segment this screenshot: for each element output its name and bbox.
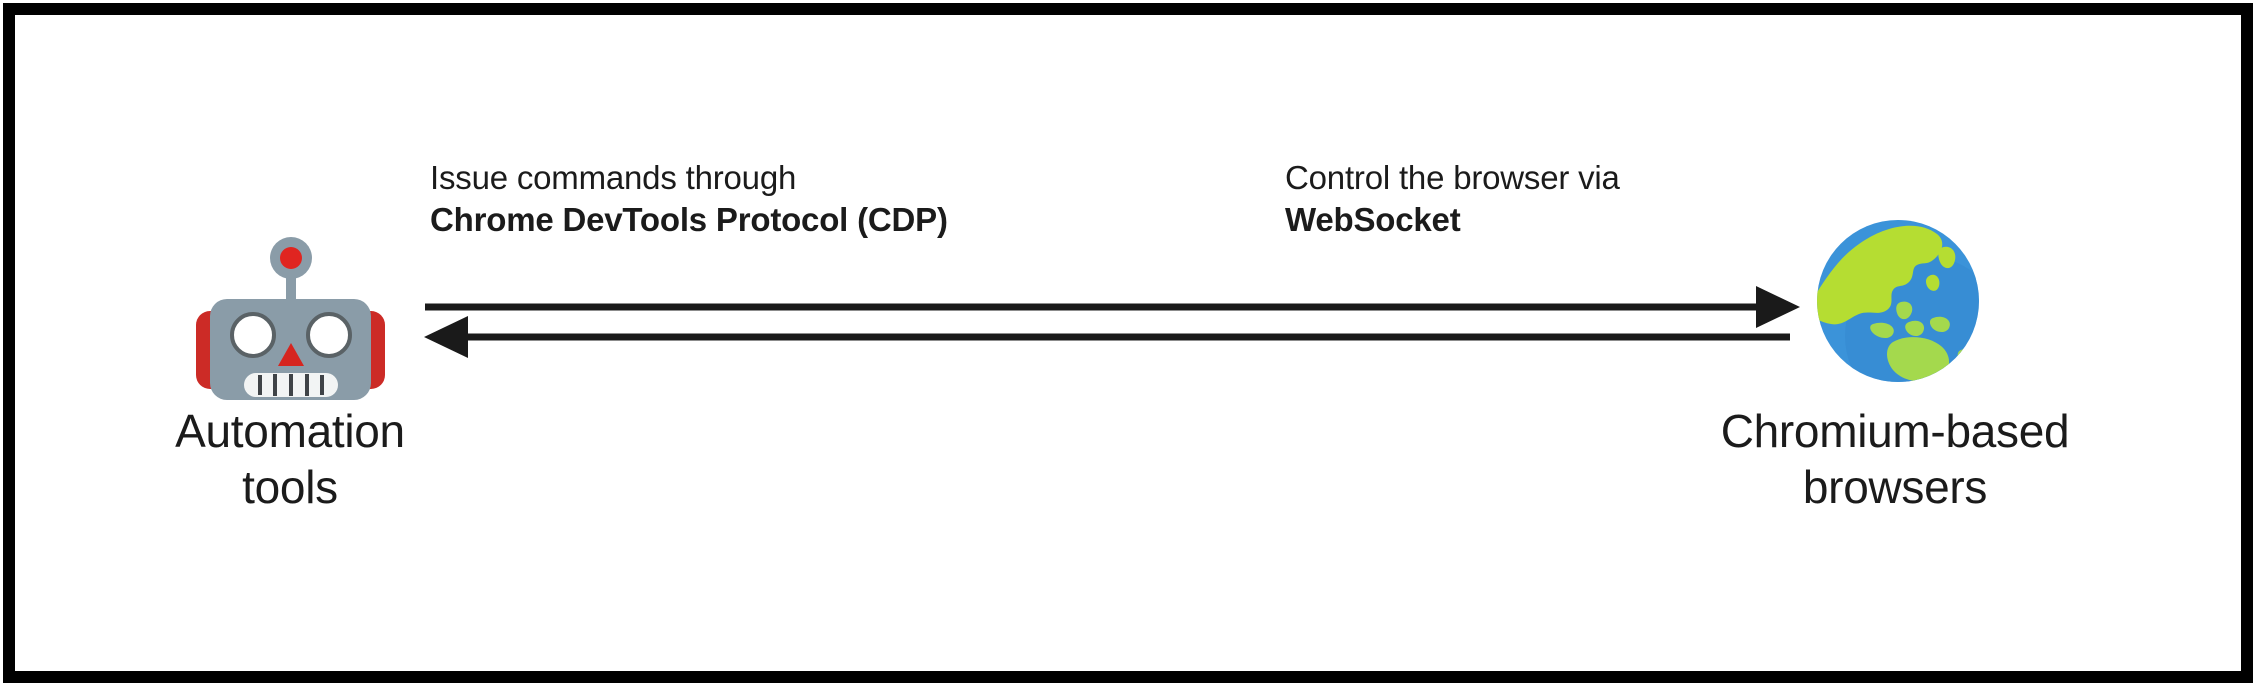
edge-label-commands: Issue commands through Chrome DevTools P… bbox=[430, 157, 948, 241]
node-automation-tools-label-line1: Automation bbox=[175, 405, 405, 457]
node-automation-tools-label: Automation tools bbox=[120, 403, 460, 515]
node-automation-tools-label-line2: tools bbox=[242, 461, 338, 513]
node-chromium-browsers[interactable]: Chromium-based browsers bbox=[1640, 218, 2150, 518]
node-chromium-browsers-label-line2: browsers bbox=[1802, 461, 1988, 513]
node-chromium-browsers-label-line1: Chromium-based bbox=[1720, 405, 2070, 457]
arrow-commands bbox=[425, 286, 1800, 328]
edge-label-control: Control the browser via WebSocket bbox=[1285, 157, 1620, 241]
edge-label-control-line2: WebSocket bbox=[1285, 201, 1461, 238]
arrow-control bbox=[424, 316, 1790, 358]
globe-icon bbox=[1815, 218, 1981, 384]
node-chromium-browsers-label: Chromium-based browsers bbox=[1640, 403, 2150, 515]
edge-label-commands-line1: Issue commands through bbox=[430, 159, 797, 196]
edge-label-commands-line2: Chrome DevTools Protocol (CDP) bbox=[430, 201, 948, 238]
edge-label-control-line1: Control the browser via bbox=[1285, 159, 1620, 196]
node-automation-tools[interactable]: Automation tools bbox=[120, 225, 460, 515]
robot-icon bbox=[188, 225, 393, 400]
